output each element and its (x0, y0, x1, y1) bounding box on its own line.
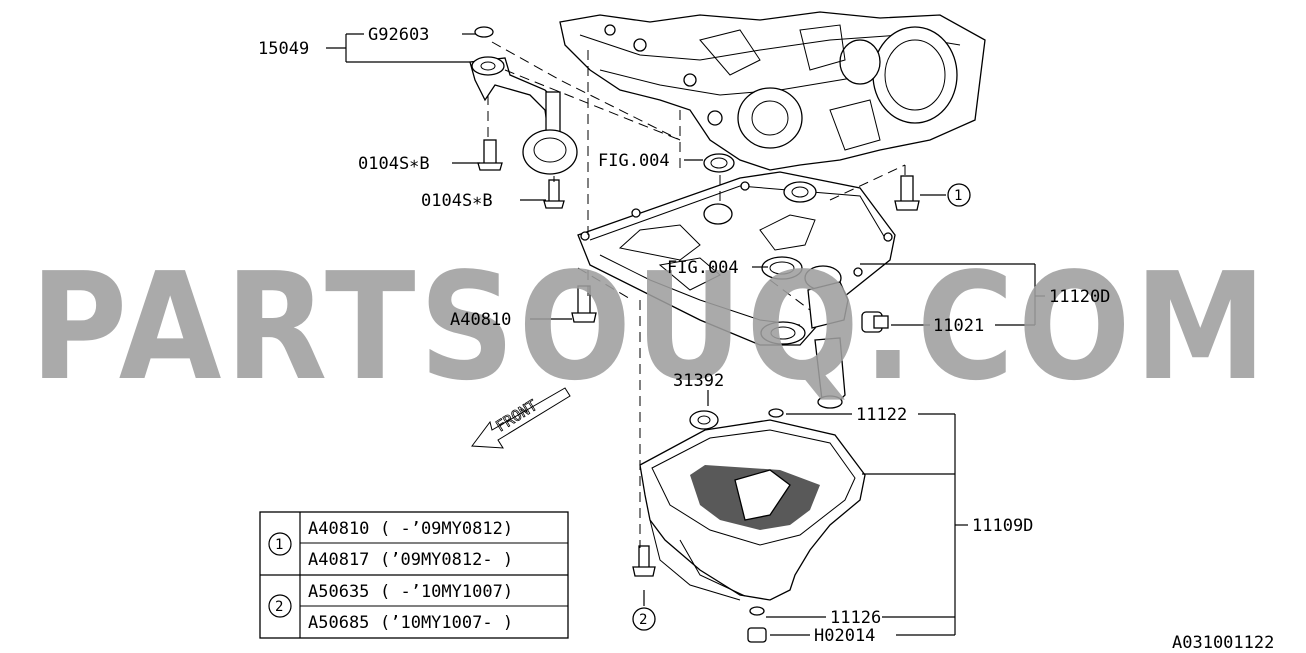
callout-0104s-b-lower[interactable]: 0104S∗B (421, 191, 493, 211)
part-number-label: 0104S∗B (421, 191, 493, 211)
diagram-code: A031001122 (1172, 633, 1274, 653)
callout-fig004-lower[interactable]: FIG.004 (667, 258, 739, 278)
legend-row-a50635[interactable]: A50635 ( -’10MY1007) (308, 582, 513, 602)
legend-row-a50685[interactable]: A50685 (’10MY1007- ) (308, 613, 513, 633)
legend-row-a40817[interactable]: A40817 (’09MY0812- ) (308, 550, 513, 570)
legend-model-range: ( -’10MY1007) (380, 582, 513, 602)
part-number-label: 0104S∗B (358, 154, 430, 174)
callout-fig004-upper[interactable]: FIG.004 (598, 151, 670, 171)
callout-11109d[interactable]: 11109D (972, 516, 1033, 536)
legend-model-range: (’10MY1007- ) (380, 613, 513, 633)
legend-model-range: ( -’09MY0812) (380, 519, 513, 539)
ref-number: 2 (639, 612, 647, 628)
ref-number: 1 (954, 188, 962, 204)
legend-group-1: 1 (268, 532, 292, 556)
legend-part-number: A50685 (308, 613, 369, 633)
variant-legend-table: 1 2 A40810 ( -’09MY0812) A40817 (’09MY08… (259, 511, 569, 639)
figure-reference-label: FIG.004 (667, 258, 739, 278)
part-number-label: 15049 (258, 39, 309, 59)
part-number-label: 11126 (830, 608, 881, 628)
oil-strainer-illustration (469, 26, 578, 209)
legend-group-2: 2 (268, 594, 292, 618)
legend-part-number: A50635 (308, 582, 369, 602)
part-number-label: 31392 (673, 371, 724, 391)
legend-ref-number: 1 (275, 537, 283, 553)
leader-lines (326, 33, 1045, 636)
ref-circle-1 (268, 532, 292, 556)
callout-a40810[interactable]: A40810 (450, 310, 511, 330)
legend-row-a40810[interactable]: A40810 ( -’09MY0812) (308, 519, 513, 539)
callout-ref-2[interactable]: 2 (632, 607, 656, 631)
callout-g92603[interactable]: G92603 (368, 25, 429, 45)
part-number-label: 11109D (972, 516, 1033, 536)
part-number-label: 11120D (1049, 287, 1110, 307)
callout-15049[interactable]: 15049 (258, 39, 309, 59)
lower-oil-pan-illustration (632, 408, 866, 643)
legend-model-range: (’09MY0812- ) (380, 550, 513, 570)
part-number-label: A40810 (450, 310, 511, 330)
part-number-label: 11122 (856, 405, 907, 425)
ref-circle-2 (632, 607, 656, 631)
ref-circle-1 (947, 183, 971, 207)
callout-0104s-b-upper[interactable]: 0104S∗B (358, 154, 430, 174)
callout-31392[interactable]: 31392 (673, 371, 724, 391)
callout-11021[interactable]: 11021 (933, 316, 984, 336)
legend-part-number: A40817 (308, 550, 369, 570)
callout-11120d[interactable]: 11120D (1049, 287, 1110, 307)
ref-circle-2 (268, 594, 292, 618)
engine-block-illustration (559, 11, 986, 171)
figure-reference-label: FIG.004 (598, 151, 670, 171)
legend-part-number: A40810 (308, 519, 369, 539)
part-number-label: G92603 (368, 25, 429, 45)
watermark-text: PARTSOUQ.COM (30, 241, 1270, 413)
callout-11126[interactable]: 11126 (830, 608, 881, 628)
callout-h02014[interactable]: H02014 (814, 626, 875, 646)
part-number-label: H02014 (814, 626, 875, 646)
callout-ref-1[interactable]: 1 (947, 183, 971, 207)
part-number-label: 11021 (933, 316, 984, 336)
alignment-lines (487, 41, 906, 548)
legend-ref-number: 2 (275, 599, 283, 615)
upper-oil-pan-illustration (571, 153, 920, 409)
callout-11122[interactable]: 11122 (856, 405, 907, 425)
